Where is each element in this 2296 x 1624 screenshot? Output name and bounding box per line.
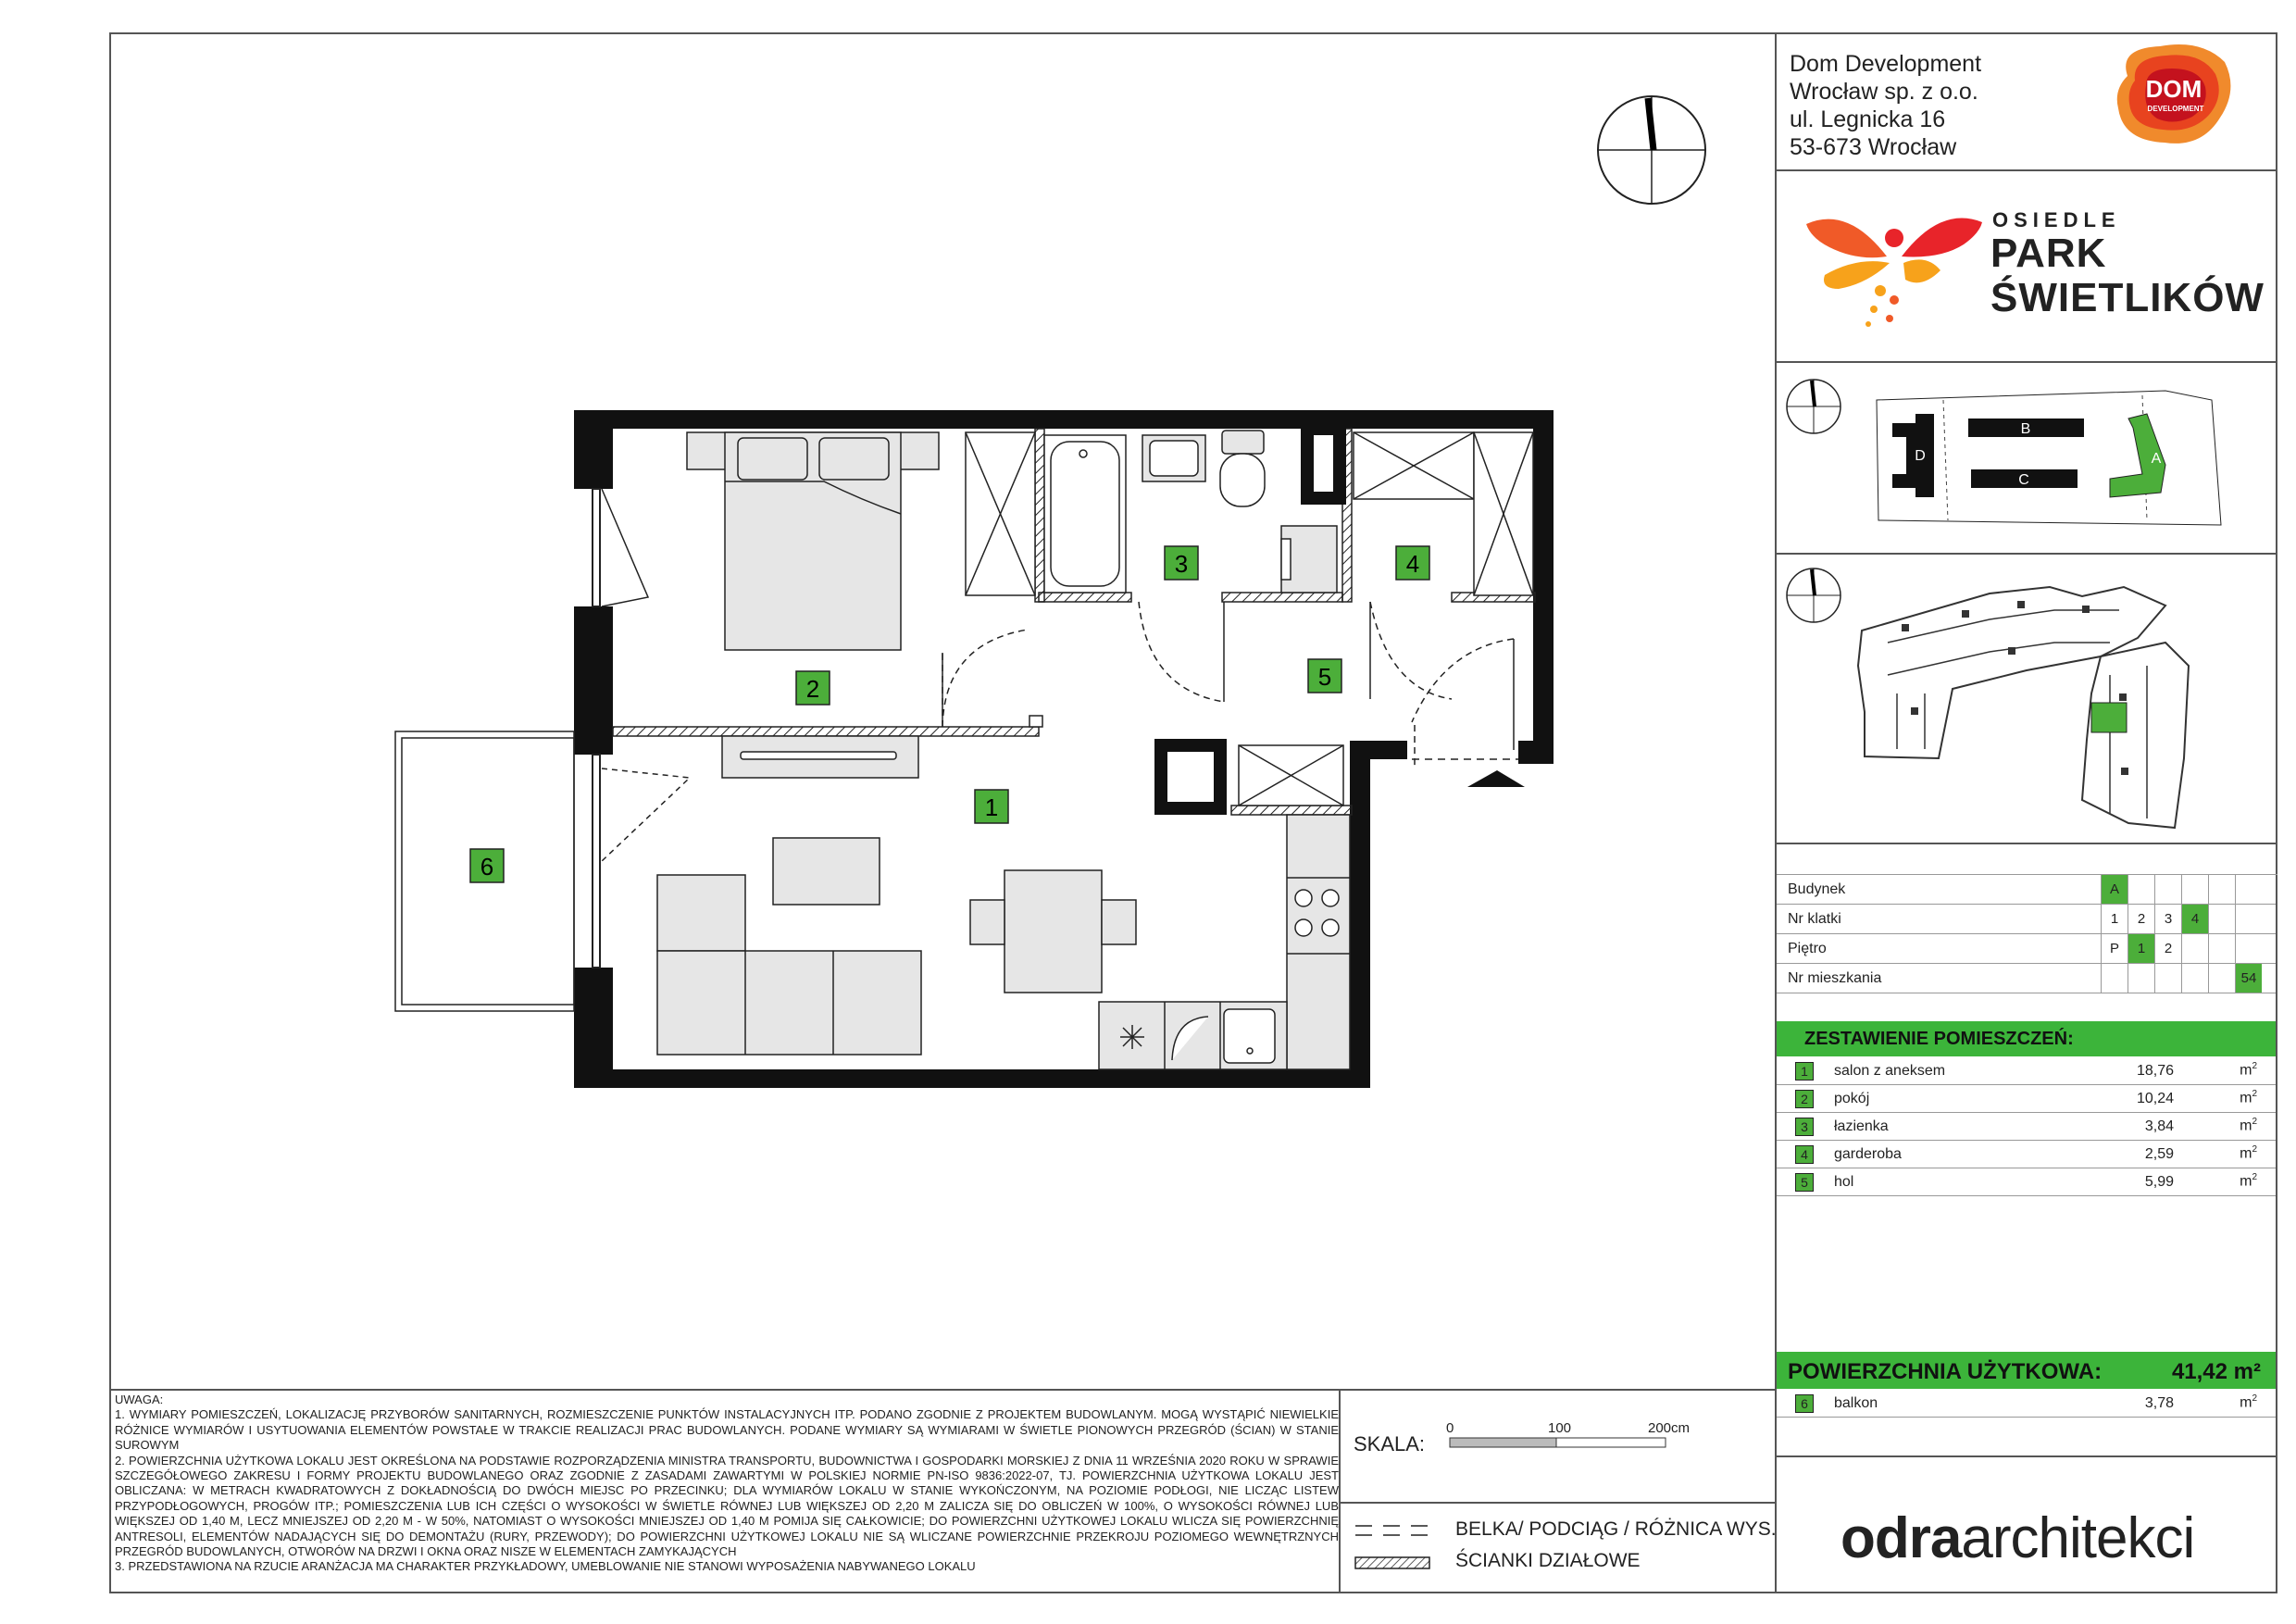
partition-symbol [1354, 1556, 1430, 1569]
divider [1777, 874, 2277, 875]
windows [592, 488, 601, 968]
scale-tick: 100 [1548, 1420, 1572, 1436]
legend-partition: ŚCIANKI DZIAŁOWE [1455, 1550, 1641, 1571]
compass-icon [1786, 379, 1841, 434]
divider [1777, 169, 2277, 171]
shafts [1154, 422, 1346, 815]
floor-plan: 1 2 3 4 5 6 [394, 95, 1706, 1088]
plan-room-number: 1 [985, 793, 998, 821]
compass-icon [1597, 95, 1706, 205]
doors [942, 601, 1518, 768]
room-label-3: 3 [1164, 545, 1199, 581]
svg-text:D: D [1915, 448, 1926, 464]
divider [109, 1389, 1777, 1391]
site-plan: D B C A [1786, 379, 2222, 526]
entrance-marker [1467, 770, 1525, 787]
scale-bar [1449, 1437, 1666, 1448]
project-name: PARK ŚWIETLIKÓW [1990, 231, 2265, 320]
info-apartment: Nr mieszkania 54 [1777, 964, 2276, 993]
info-building: Budynek A [1777, 875, 2276, 905]
scale-label: SKALA: [1354, 1432, 1426, 1455]
room-label-6: 6 [469, 848, 505, 883]
compass-icon [1786, 568, 1841, 623]
beam-symbol [1355, 1525, 1428, 1536]
divider [1339, 1502, 1777, 1504]
plan-room-number: 5 [1318, 663, 1331, 691]
dom-development-logo: DOM DEVELOPMENT [2116, 44, 2231, 144]
rooms-header: ZESTAWIENIE POMIESZCZEŃ: [1777, 1021, 2276, 1056]
room-label-5: 5 [1307, 658, 1342, 693]
scale-tick: 0 [1446, 1420, 1454, 1436]
info-stairwell: Nr klatki 1 2 3 4 [1777, 905, 2276, 934]
divider [1777, 1455, 2277, 1457]
notes: UWAGA: 1. WYMIARY POMIESZCZEŃ, LOKALIZAC… [115, 1393, 1339, 1574]
plan-room-number: 2 [806, 675, 819, 703]
divider [1339, 1389, 1341, 1593]
wardrobes [965, 431, 1534, 596]
room-labels: 1 2 3 4 5 6 [469, 545, 1430, 883]
divider [1777, 553, 2277, 555]
company-address: Dom Development Wrocław sp. z o.o. ul. L… [1790, 51, 1982, 160]
balcony [394, 731, 575, 1012]
living-furniture [656, 735, 1137, 1056]
room-label-1: 1 [974, 789, 1009, 824]
right-panel-divider [1775, 32, 1777, 1593]
bed [686, 431, 940, 651]
bathroom-fixtures [1043, 430, 1338, 593]
usable-area-bar: POWIERZCHNIA UŻYTKOWA: 41,42 m² [1777, 1352, 2276, 1389]
divider [1777, 843, 2277, 844]
divider [1777, 361, 2277, 363]
svg-text:DEVELOPMENT: DEVELOPMENT [2148, 105, 2204, 113]
project-prefix: OSIEDLE [1992, 208, 2121, 231]
svg-text:B: B [2021, 421, 2031, 437]
architect-logo: odraarchitekci [1841, 1506, 2195, 1570]
firefly-logo [1806, 218, 1982, 327]
plan-room-number: 4 [1406, 550, 1419, 578]
scale-tick: 200cm [1648, 1420, 1691, 1436]
svg-text:DOM: DOM [2146, 75, 2202, 103]
kitchen [1098, 814, 1351, 1070]
legend-beam: BELKA/ PODCIĄG / RÓŻNICA WYS. [1455, 1518, 1777, 1540]
page-frame [109, 32, 2277, 1593]
info-floor: Piętro P 1 2 [1777, 934, 2276, 964]
plan-room-number: 3 [1175, 550, 1188, 578]
svg-text:A: A [2152, 451, 2162, 467]
legend-symbols [1354, 1525, 1430, 1569]
room-label-2: 2 [795, 670, 830, 706]
exterior-walls [574, 410, 1554, 1088]
plan-room-number: 6 [480, 853, 493, 881]
building-key-plan [1786, 568, 2190, 830]
room-label-4: 4 [1395, 545, 1430, 581]
svg-text:C: C [2018, 472, 2029, 488]
